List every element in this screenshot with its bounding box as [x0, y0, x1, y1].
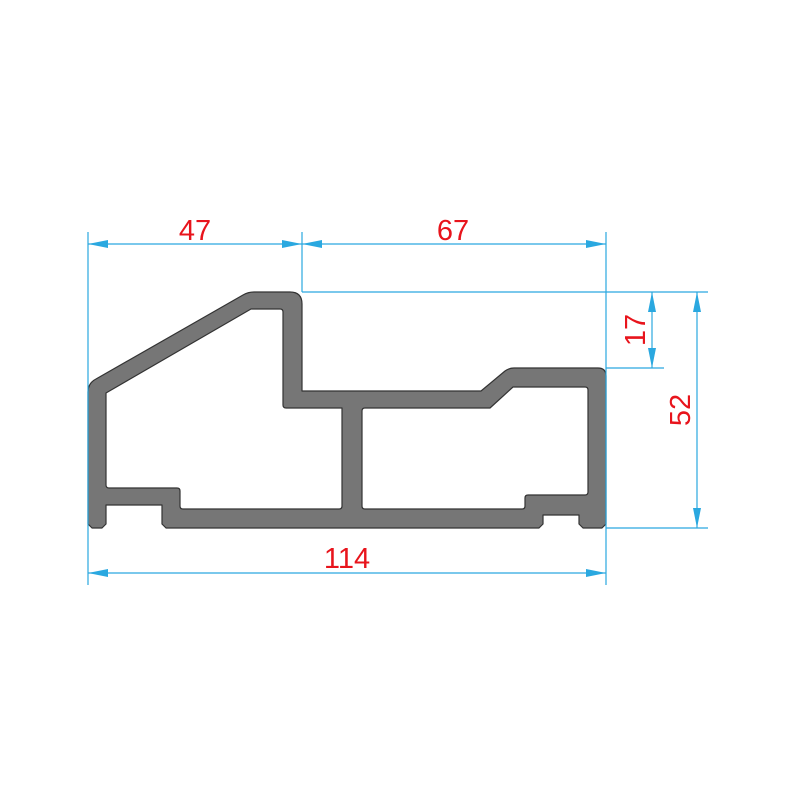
dimension-label-114: 114: [324, 543, 370, 575]
dimension-52: 52: [665, 292, 701, 528]
dimension-label-67: 67: [437, 215, 469, 247]
dimension-17: 17: [620, 292, 656, 368]
dimension-67: 67: [302, 215, 606, 248]
dimension-114: 114: [88, 543, 606, 577]
dimension-label-17: 17: [620, 314, 652, 346]
dimension-label-52: 52: [665, 394, 697, 426]
dimension-label-47: 47: [179, 215, 211, 247]
dimension-47: 47: [88, 215, 302, 248]
extension-lines: [87, 232, 708, 585]
aluminum-profile-section: [87, 291, 607, 529]
